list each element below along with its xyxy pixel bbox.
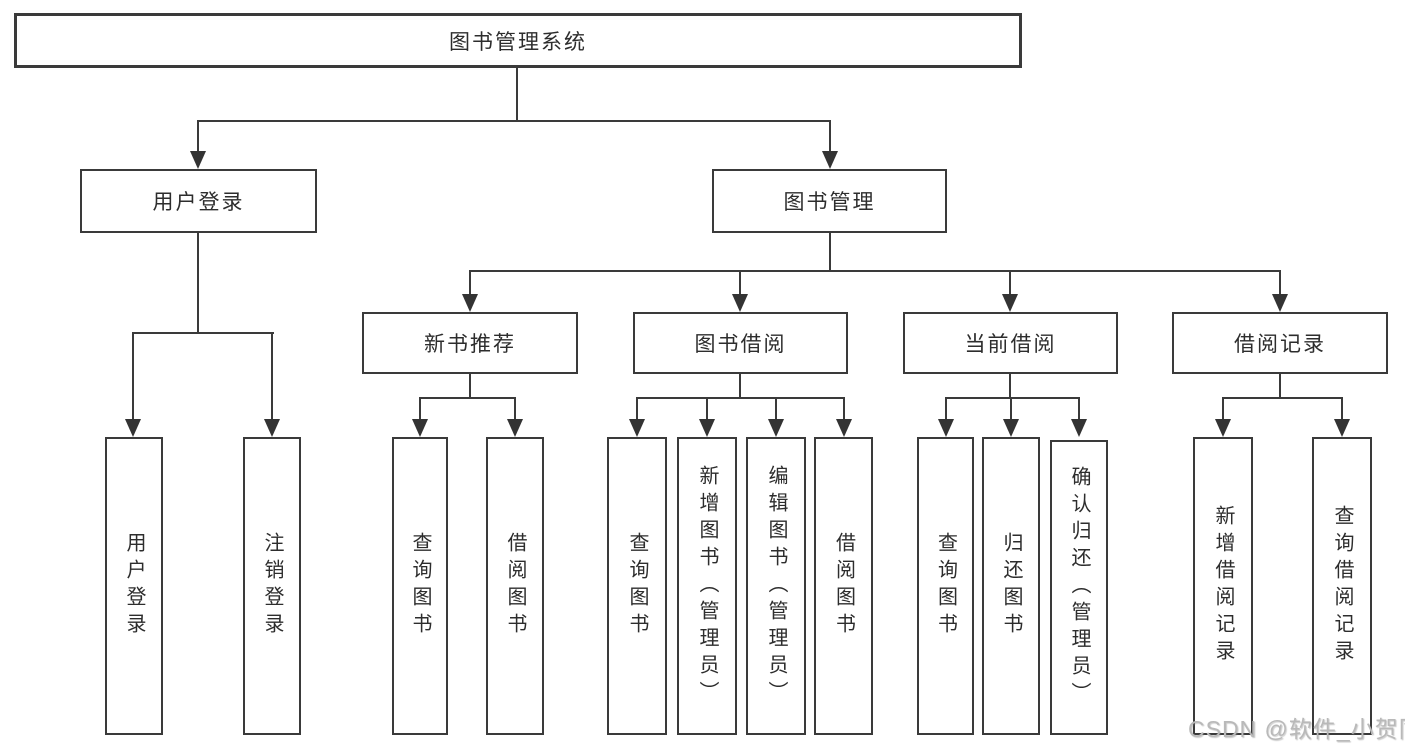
connector-book-mgmt-drop <box>829 120 831 151</box>
node-bb-add-books-admin-label: 新增图书（管理员） <box>696 464 718 708</box>
node-cb-query-books-label: 查询图书 <box>934 532 957 640</box>
node-book-borrowing: 图书借阅 <box>633 312 848 374</box>
node-bb-query-books-label: 查询图书 <box>626 532 648 640</box>
node-borrowing-records-label: 借阅记录 <box>1234 333 1326 356</box>
node-br-add-record-label: 新增借阅记录 <box>1212 505 1234 667</box>
connector-cb-leaf1-drop <box>945 397 947 419</box>
connector-book-stub <box>829 233 831 271</box>
arrow-down-icon <box>822 151 838 169</box>
connector-user-login-drop <box>197 120 199 151</box>
arrow-down-icon <box>1272 294 1288 312</box>
arrow-down-icon <box>836 419 852 437</box>
connector-nb-leaf1-drop <box>419 397 421 419</box>
node-bb-add-books-admin: 新增图书（管理员） <box>677 437 737 735</box>
connector-br-leaf2-drop <box>1341 397 1343 419</box>
node-bb-query-books: 查询图书 <box>607 437 667 735</box>
node-new-book-recommend: 新书推荐 <box>362 312 578 374</box>
connector-bb-leaf3-drop <box>775 397 777 419</box>
node-root: 图书管理系统 <box>14 13 1022 68</box>
arrow-down-icon <box>768 419 784 437</box>
connector-nb-stub <box>469 374 471 399</box>
connector-records-drop <box>1279 270 1281 294</box>
node-logout-leaf: 注销登录 <box>243 437 301 735</box>
node-logout-leaf-label: 注销登录 <box>261 532 283 640</box>
connector-nb-leaf2-drop <box>514 397 516 419</box>
connector-user-branch <box>132 332 274 334</box>
connector-br-leaf1-drop <box>1222 397 1224 419</box>
arrow-down-icon <box>1071 419 1087 437</box>
connector-current-drop <box>1009 270 1011 294</box>
node-bb-borrow-books: 借阅图书 <box>814 437 873 735</box>
node-book-management-label: 图书管理 <box>783 191 876 214</box>
connector-newbook-drop <box>469 270 471 294</box>
connector-level1-branch <box>197 120 831 122</box>
node-root-label: 图书管理系统 <box>449 30 587 54</box>
node-user-login-leaf-label: 用户登录 <box>123 532 145 640</box>
arrow-down-icon <box>190 151 206 169</box>
connector-cb-branch <box>945 397 1080 399</box>
node-nb-borrow-books: 借阅图书 <box>486 437 544 735</box>
node-cb-query-books: 查询图书 <box>917 437 974 735</box>
node-book-borrowing-label: 图书借阅 <box>694 333 787 356</box>
arrow-down-icon <box>732 294 748 312</box>
node-current-borrowing: 当前借阅 <box>903 312 1118 374</box>
connector-root-stub <box>516 68 518 121</box>
arrow-down-icon <box>412 419 428 437</box>
arrow-down-icon <box>1334 419 1350 437</box>
arrow-down-icon <box>462 294 478 312</box>
connector-user-leaf2-drop <box>271 332 273 419</box>
connector-br-stub <box>1279 374 1281 399</box>
watermark: CSDN @软件_小贺同学 <box>1188 716 1405 742</box>
node-br-add-record: 新增借阅记录 <box>1193 437 1253 735</box>
node-user-login-label: 用户登录 <box>152 191 245 214</box>
arrow-down-icon <box>125 419 141 437</box>
arrow-down-icon <box>629 419 645 437</box>
node-new-book-recommend-label: 新书推荐 <box>424 333 516 356</box>
node-user-login-leaf: 用户登录 <box>105 437 163 735</box>
connector-cb-leaf3-drop <box>1078 397 1080 419</box>
connector-cb-leaf2-drop <box>1010 397 1012 419</box>
connector-nb-branch <box>419 397 516 399</box>
connector-bb-stub <box>739 374 741 399</box>
arrow-down-icon <box>507 419 523 437</box>
node-bb-edit-books-admin-label: 编辑图书（管理员） <box>765 464 787 708</box>
connector-bb-leaf1-drop <box>636 397 638 419</box>
node-cb-return-books-label: 归还图书 <box>1000 532 1022 640</box>
node-cb-return-books: 归还图书 <box>982 437 1040 735</box>
node-current-borrowing-label: 当前借阅 <box>964 333 1057 356</box>
connector-cb-stub <box>1009 374 1011 399</box>
node-nb-query-books-label: 查询图书 <box>409 532 431 640</box>
arrow-down-icon <box>938 419 954 437</box>
connector-user-stub <box>197 233 199 333</box>
node-bb-borrow-books-label: 借阅图书 <box>832 532 855 640</box>
connector-bb-branch <box>636 397 845 399</box>
node-nb-borrow-books-label: 借阅图书 <box>504 532 526 640</box>
connector-bb-leaf2-drop <box>706 397 708 419</box>
node-book-management: 图书管理 <box>712 169 947 233</box>
connector-book-branch <box>469 270 1281 272</box>
arrow-down-icon <box>1215 419 1231 437</box>
node-bb-edit-books-admin: 编辑图书（管理员） <box>746 437 806 735</box>
node-nb-query-books: 查询图书 <box>392 437 448 735</box>
node-br-query-record-label: 查询借阅记录 <box>1331 505 1353 667</box>
connector-borrowing-drop <box>739 270 741 294</box>
node-cb-confirm-return-admin: 确认归还（管理员） <box>1050 440 1108 735</box>
connector-br-branch <box>1222 397 1343 399</box>
node-borrowing-records: 借阅记录 <box>1172 312 1388 374</box>
connector-user-leaf1-drop <box>132 332 134 419</box>
arrow-down-icon <box>264 419 280 437</box>
node-br-query-record: 查询借阅记录 <box>1312 437 1372 735</box>
arrow-down-icon <box>1003 419 1019 437</box>
node-cb-confirm-return-admin-label: 确认归还（管理员） <box>1068 466 1090 709</box>
arrow-down-icon <box>699 419 715 437</box>
connector-bb-leaf4-drop <box>843 397 845 419</box>
arrow-down-icon <box>1002 294 1018 312</box>
node-user-login: 用户登录 <box>80 169 317 233</box>
